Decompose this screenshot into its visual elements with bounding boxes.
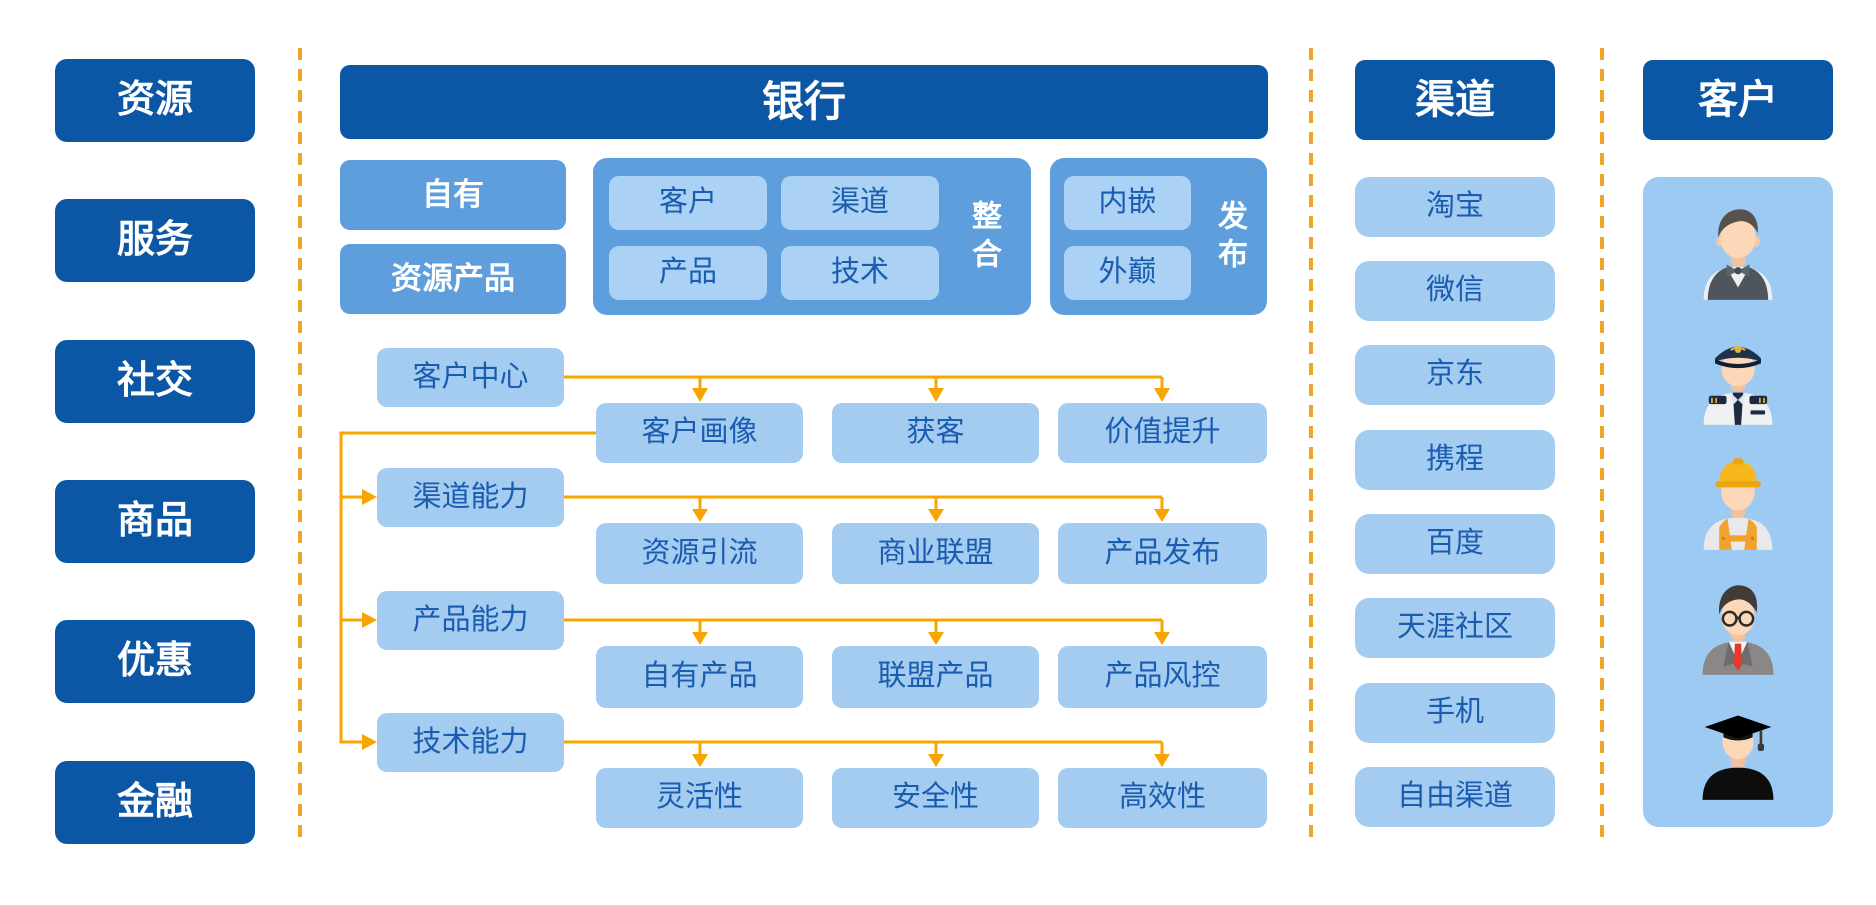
integration-item-product: 产品 [609, 246, 767, 300]
integration-item-channel: 渠道 [781, 176, 939, 230]
capability-item: 价值提升 [1058, 403, 1267, 463]
capability-item: 客户画像 [596, 403, 803, 463]
graduate-avatar-icon [1702, 715, 1774, 800]
channel-item-wechat: 微信 [1355, 261, 1555, 321]
left-item-offers: 优惠 [55, 620, 255, 703]
channel-item-taobao: 淘宝 [1355, 177, 1555, 237]
customers-panel [1643, 177, 1833, 827]
publish-item-embedded: 内嵌 [1064, 176, 1191, 230]
channel-item-mobile: 手机 [1355, 683, 1555, 743]
capability-item: 联盟产品 [832, 646, 1039, 708]
capability-item: 产品风控 [1058, 646, 1267, 708]
capability-label-customer-center: 客户中心 [377, 348, 564, 407]
capability-item: 资源引流 [596, 523, 803, 584]
publish-item-external: 外巅 [1064, 246, 1191, 300]
left-item-services: 服务 [55, 199, 255, 282]
construction-worker-avatar-icon [1703, 458, 1773, 550]
separator-right [1600, 48, 1604, 840]
publish-vertical-label: 发布 [1213, 199, 1246, 276]
left-item-resources: 资源 [55, 59, 255, 142]
waiter-avatar-icon [1703, 209, 1773, 300]
capability-item: 自有产品 [596, 646, 803, 708]
separator-left [298, 48, 302, 840]
capability-label-product: 产品能力 [377, 591, 564, 650]
own-box: 自有 [340, 160, 566, 230]
channel-item-tianya: 天涯社区 [1355, 598, 1555, 658]
capability-item: 高效性 [1058, 768, 1267, 828]
channel-item-jd: 京东 [1355, 345, 1555, 405]
capability-item: 灵活性 [596, 768, 803, 828]
channel-item-ctrip: 携程 [1355, 430, 1555, 490]
integration-item-tech: 技术 [781, 246, 939, 300]
left-item-goods: 商品 [55, 480, 255, 563]
pilot-avatar-icon [1703, 345, 1773, 425]
capability-label-tech: 技术能力 [377, 713, 564, 772]
left-item-social: 社交 [55, 340, 255, 423]
bank-header: 银行 [340, 65, 1268, 139]
channels-header: 渠道 [1355, 60, 1555, 140]
capability-item: 获客 [832, 403, 1039, 463]
capability-item: 产品发布 [1058, 523, 1267, 584]
customers-header: 客户 [1643, 60, 1833, 140]
separator-middle [1309, 48, 1313, 840]
capability-item: 商业联盟 [832, 523, 1039, 584]
channel-item-baidu: 百度 [1355, 514, 1555, 574]
resource-products-box: 资源产品 [340, 244, 566, 314]
businessman-avatar-icon [1702, 585, 1774, 675]
capability-label-channel: 渠道能力 [377, 468, 564, 527]
capability-item: 安全性 [832, 768, 1039, 828]
channel-item-free: 自由渠道 [1355, 767, 1555, 827]
left-item-finance: 金融 [55, 761, 255, 844]
integration-vertical-label: 整合 [967, 199, 1000, 276]
integration-item-customer: 客户 [609, 176, 767, 230]
